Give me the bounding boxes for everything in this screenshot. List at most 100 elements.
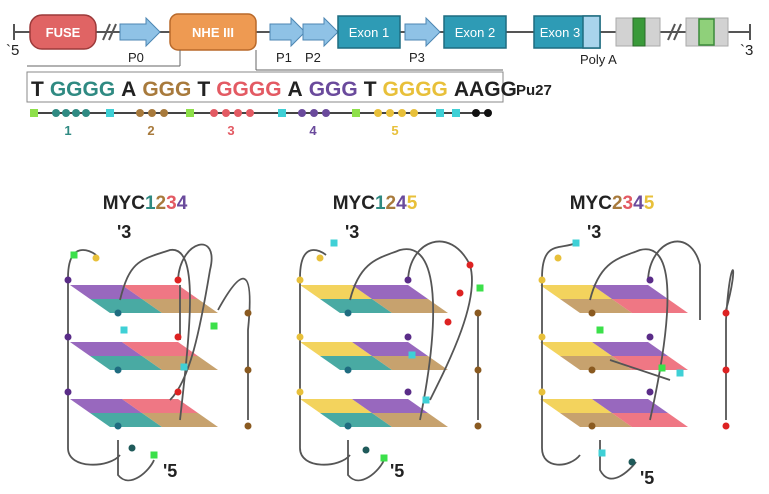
g-quartet-quadrant <box>352 399 428 413</box>
nucleotide-dot <box>244 366 252 374</box>
structure-title-1: MYC1234 <box>103 193 188 214</box>
g-quartet-quadrant <box>320 299 392 313</box>
strand-bead-square <box>30 109 38 117</box>
backbone-loop <box>67 249 97 279</box>
nucleotide-square <box>658 364 666 372</box>
tract-label-1: 1 <box>64 123 71 138</box>
g-quartet-quadrant <box>592 399 668 413</box>
nucleotide-dot <box>588 422 596 430</box>
nucleotide-square <box>150 451 158 459</box>
backbone-loop <box>541 278 581 466</box>
nucleotide-dot <box>114 366 122 374</box>
gene-map: `5 `3 FUSE NHE III P0 P1 P2 P3 Exon 1 Ex… <box>6 13 753 71</box>
nucleotide-dot <box>538 388 546 396</box>
p1-label: P1 <box>276 50 292 65</box>
strand-bead <box>398 109 406 117</box>
nucleotide-square <box>422 396 430 404</box>
g-quartet-quadrant <box>90 413 162 427</box>
nucleotide-dot <box>296 276 304 284</box>
nucleotide-dot <box>92 254 100 262</box>
strand-bead <box>82 109 90 117</box>
strand-bead <box>484 109 492 117</box>
nucleotide-dot <box>244 309 252 317</box>
exon-3-label: Exon 3 <box>540 25 580 40</box>
tract-label-4: 4 <box>309 123 317 138</box>
p3-label: P3 <box>409 50 425 65</box>
g-quartet-quadrant <box>592 285 668 299</box>
nucleotide-dot <box>474 422 482 430</box>
g-quartet-quadrant <box>320 413 392 427</box>
g-quartet-quadrant <box>540 342 612 356</box>
backbone-loop <box>725 269 735 420</box>
p1-arrow-icon <box>269 16 306 48</box>
backbone-loop <box>117 440 155 482</box>
nucleotide-square <box>676 369 684 377</box>
strand-bead <box>410 109 418 117</box>
tract-label-3: 3 <box>227 123 234 138</box>
strand-bead <box>148 109 156 117</box>
nhe-element <box>169 13 257 51</box>
three-prime-end-label: `3 <box>740 42 753 59</box>
s2-three-prime-label: '3 <box>345 222 359 242</box>
strand-bead <box>472 109 480 117</box>
break-mark-right <box>667 23 682 41</box>
nucleotide-square <box>70 251 78 259</box>
structure-title-3: MYC2345 <box>570 193 655 214</box>
nucleotide-dot <box>128 444 136 452</box>
nucleotide-dot <box>64 388 72 396</box>
strand-bead <box>322 109 330 117</box>
g-quartet-quadrant <box>122 342 198 356</box>
nucleotide-dot <box>174 333 182 341</box>
nucleotide-dot <box>722 422 730 430</box>
s3-five-prime-label: '5 <box>640 468 654 488</box>
backbone-loop <box>67 278 121 466</box>
nhe-label: NHE III <box>192 25 234 40</box>
nucleotide-dot <box>344 422 352 430</box>
backbone-loop <box>609 359 671 381</box>
g-quartet-quadrant <box>90 356 162 370</box>
g-quartet-quadrant <box>320 356 392 370</box>
strand-bead-square <box>452 109 460 117</box>
nucleotide-dot <box>244 422 252 430</box>
strand-bead <box>374 109 382 117</box>
nucleotide-square <box>210 322 218 330</box>
nucleotide-dot <box>722 366 730 374</box>
nucleotide-dot <box>466 261 474 269</box>
strand-bead-square <box>352 109 360 117</box>
exon-3-utr-box <box>582 15 601 49</box>
nucleotide-square <box>408 351 416 359</box>
strand-bead <box>310 109 318 117</box>
nucleotide-dot <box>646 333 654 341</box>
s1-three-prime-label: '3 <box>117 222 131 242</box>
pu27-label: Pu27 <box>516 82 552 99</box>
strand-bead <box>160 109 168 117</box>
nucleotide-dot <box>646 388 654 396</box>
backbone-loop <box>647 240 701 320</box>
nucleotide-dot <box>628 458 636 466</box>
strand-bead-square <box>436 109 444 117</box>
p0-arrow-icon <box>119 16 161 48</box>
strand-bead <box>52 109 60 117</box>
backbone-loop <box>347 440 385 482</box>
backbone-loop <box>589 248 669 421</box>
nucleotide-dot <box>538 276 546 284</box>
g-quartet-quadrant <box>122 399 198 413</box>
g-quartet-quadrant <box>372 299 448 313</box>
tract-label-2: 2 <box>147 123 154 138</box>
nucleotide-dot <box>404 333 412 341</box>
exon-1-box <box>337 15 401 49</box>
exon-1-label: Exon 1 <box>349 25 389 40</box>
nucleotide-dot <box>404 388 412 396</box>
backbone-loop <box>349 248 435 421</box>
nucleotide-dot <box>456 289 464 297</box>
p2-label: P2 <box>305 50 321 65</box>
structure-title-2: MYC1245 <box>333 193 418 214</box>
g-quartet-quadrant <box>560 299 632 313</box>
g-quartet-quadrant <box>372 413 448 427</box>
nucleotide-square <box>120 326 128 334</box>
backbone-loop <box>541 242 577 279</box>
s3-three-prime-label: '3 <box>587 222 601 242</box>
strand-bead <box>210 109 218 117</box>
s2-five-prime-label: '5 <box>390 461 404 481</box>
